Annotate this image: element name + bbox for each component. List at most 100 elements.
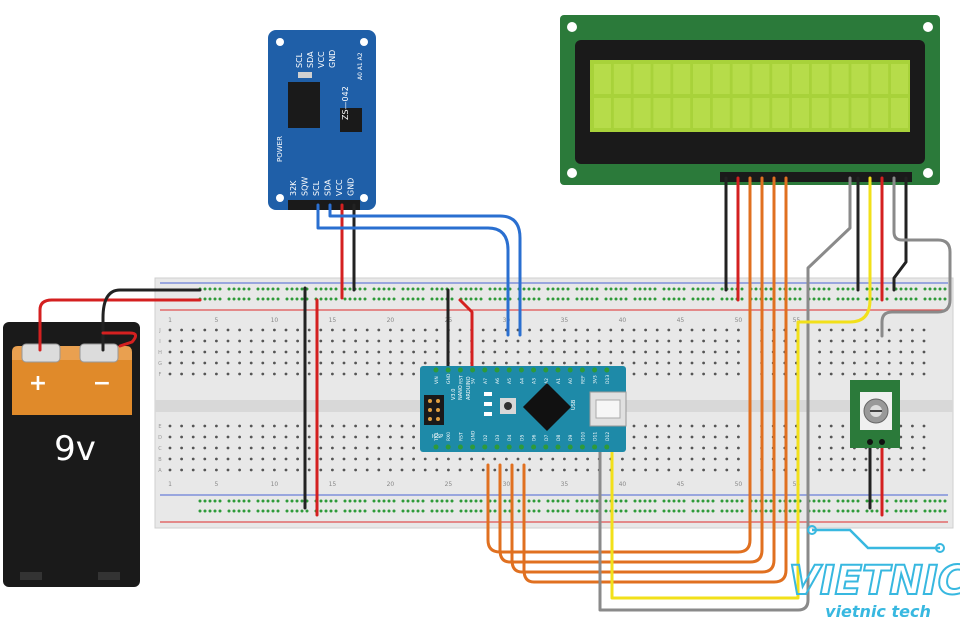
rail-hole [416,287,420,291]
breadboard-hole [296,424,299,428]
breadboard-hole [690,446,694,450]
rail-hole [300,499,304,503]
breadboard-hole [168,435,172,439]
breadboard-hole [911,339,914,343]
breadboard-hole [191,457,195,461]
rail-hole [479,287,483,291]
breadboard-hole [377,339,381,343]
breadboard-hole [249,468,253,472]
nano-pin [543,444,549,450]
breadboard-hole [203,350,207,354]
nano-pin-label: RST [458,375,464,384]
breadboard-hole [621,328,624,332]
rail-hole [595,287,599,291]
breadboard-hole [586,468,589,472]
breadboard-hole [574,361,578,365]
breadboard-hole [737,457,740,461]
rail-hole [711,287,715,291]
breadboard-hole [922,424,926,428]
breadboard-hole [458,468,462,472]
breadboard-hole [586,350,589,354]
rail-hole [532,287,536,291]
rail-hole [894,297,898,301]
rail-hole [198,509,202,513]
rail-hole [208,297,212,301]
lcd-cell [594,98,611,128]
lcd-cell [891,98,908,128]
breadboard-hole [702,372,705,376]
nano-pin-label: A0 [568,378,574,384]
breadboard-hole [377,350,381,354]
rail-hole [445,499,449,503]
nano-pin [604,367,610,373]
breadboard-hole [876,361,879,365]
rail-hole [527,287,531,291]
rail-hole [764,287,768,291]
lcd-cell [851,64,869,94]
rail-hole [691,287,695,291]
nano-pin-label: REF [580,375,586,384]
breadboard-hole [435,328,439,332]
breadboard-hole [284,446,288,450]
rail-hole [488,297,492,301]
rail-hole [841,297,845,301]
rail-hole [812,287,816,291]
nano-pin [445,444,451,450]
rail-hole [812,499,816,503]
breadboard-hole [400,350,404,354]
breadboard-hole [238,361,242,365]
rtc-pin-label: SDA [324,179,333,196]
breadboard-hole [354,424,357,428]
breadboard-hole [690,372,694,376]
breadboard-hole [365,424,369,428]
breadboard-hole [679,339,682,343]
rail-hole [343,297,347,301]
rail-hole [450,499,454,503]
rail-hole [595,297,599,301]
breadboard-hole [841,457,845,461]
icsp-pin [436,399,440,403]
logo-name: VIETNIC [789,558,960,604]
breadboard-hole [365,372,369,376]
breadboard-hole [319,339,323,343]
rail-hole [450,509,454,513]
lcd-cell [653,98,671,128]
breadboard-hole [389,328,392,332]
nano-pin-label: A3 [532,378,538,384]
rail-hole [662,499,666,503]
breadboard-hole [737,446,740,450]
nano-pin [470,367,476,373]
breadboard-hole [342,350,346,354]
nano-pin-label: D3 [495,435,501,441]
rail-hole [334,297,338,301]
breadboard-hole [238,328,242,332]
rail-hole [604,297,608,301]
rail-hole [865,499,869,503]
rail-hole [203,287,207,291]
rail-hole [706,287,710,291]
rail-hole [846,499,850,503]
rail-hole [416,297,420,301]
breadboard-hole [470,457,473,461]
rail-hole [218,287,222,291]
lcd-cell [871,98,889,128]
row-letter: A [158,468,162,474]
rail-hole [788,509,792,513]
rail-hole [682,509,686,513]
rail-hole [595,499,599,503]
row-letter: B [158,457,162,463]
rail-hole [474,509,478,513]
rail-hole [445,509,449,513]
rail-hole [706,509,710,513]
breadboard-hole [887,339,891,343]
rail-hole [696,287,700,291]
rail-hole [213,499,217,503]
rail-hole [604,287,608,291]
breadboard-hole [876,372,879,376]
rail-hole [856,499,860,503]
breadboard-hole [679,446,682,450]
breadboard-hole [818,424,821,428]
breadboard-hole [655,328,659,332]
nano-model-label: NANO [458,385,464,400]
